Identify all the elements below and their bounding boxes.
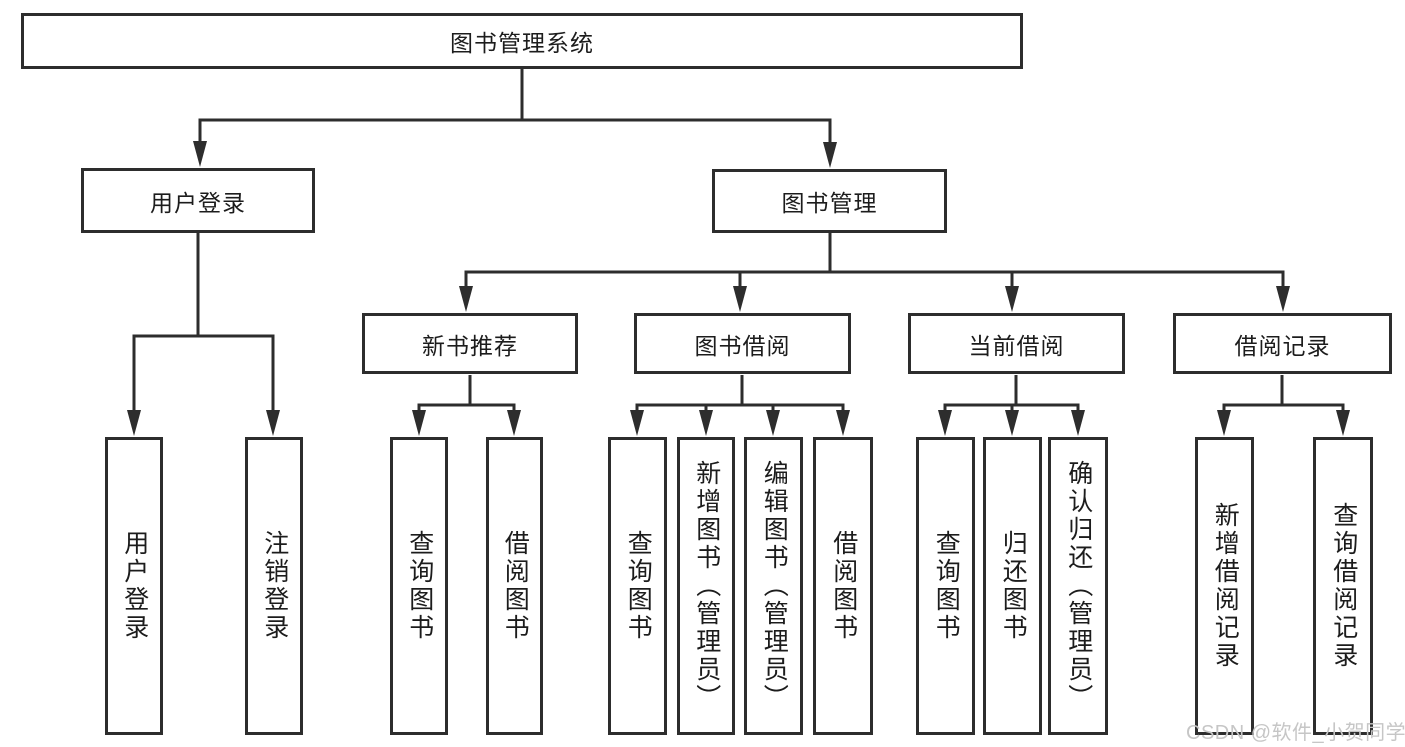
leaf-label: 借阅图书: [829, 530, 858, 642]
leaf-query-books-recommend: 查询图书: [390, 437, 448, 735]
node-label: 当前借阅: [968, 332, 1065, 359]
leaf-label: 编辑图书（管理员）: [760, 460, 789, 712]
leaf-label: 新增图书（管理员）: [692, 460, 721, 712]
node-label: 图书管理: [781, 190, 878, 216]
node-user-login: 用户登录: [81, 168, 315, 233]
node-book-management: 图书管理: [712, 169, 947, 233]
node-label: 借阅记录: [1234, 332, 1331, 359]
node-new-book-recommendation: 新书推荐: [362, 313, 578, 374]
watermark: CSDN @软件_小贺同学: [1186, 722, 1405, 744]
node-label: 用户登录: [150, 189, 246, 216]
leaf-label: 注销登录: [260, 530, 289, 642]
leaf-confirm-return-admin: 确认归还（管理员）: [1048, 437, 1108, 735]
leaf-query-borrow-record: 查询借阅记录: [1313, 437, 1373, 735]
leaf-label: 查询图书: [405, 530, 434, 642]
node-current-borrowing: 当前借阅: [908, 313, 1125, 374]
leaf-label: 确认归还（管理员）: [1064, 460, 1093, 712]
node-book-borrowing: 图书借阅: [634, 313, 851, 374]
leaf-logout: 注销登录: [245, 437, 303, 735]
connector-lines: [132, 69, 1345, 412]
leaf-borrow-books-borrowing: 借阅图书: [813, 437, 873, 735]
leaf-label: 用户登录: [120, 530, 149, 642]
leaf-label: 查询借阅记录: [1329, 502, 1358, 670]
leaf-edit-book-admin: 编辑图书（管理员）: [744, 437, 803, 735]
node-label: 图书管理系统: [450, 30, 594, 56]
leaf-add-book-admin: 新增图书（管理员）: [677, 437, 735, 735]
leaf-label: 借阅图书: [501, 530, 530, 642]
leaf-label: 查询图书: [932, 530, 961, 642]
node-label: 新书推荐: [422, 332, 518, 359]
arrowheads: [127, 141, 1350, 436]
node-library-management-system: 图书管理系统: [21, 13, 1023, 69]
leaf-add-borrow-record: 新增借阅记录: [1195, 437, 1254, 735]
leaf-borrow-books-recommend: 借阅图书: [486, 437, 543, 735]
leaf-label: 查询图书: [624, 530, 653, 642]
leaf-return-books: 归还图书: [983, 437, 1042, 735]
leaf-user-login: 用户登录: [105, 437, 163, 735]
leaf-label: 新增借阅记录: [1211, 502, 1240, 670]
node-borrowing-records: 借阅记录: [1173, 313, 1392, 374]
leaf-query-books-current: 查询图书: [916, 437, 975, 735]
leaf-label: 归还图书: [999, 530, 1028, 642]
node-label: 图书借阅: [694, 332, 791, 359]
leaf-query-books-borrowing: 查询图书: [608, 437, 667, 735]
